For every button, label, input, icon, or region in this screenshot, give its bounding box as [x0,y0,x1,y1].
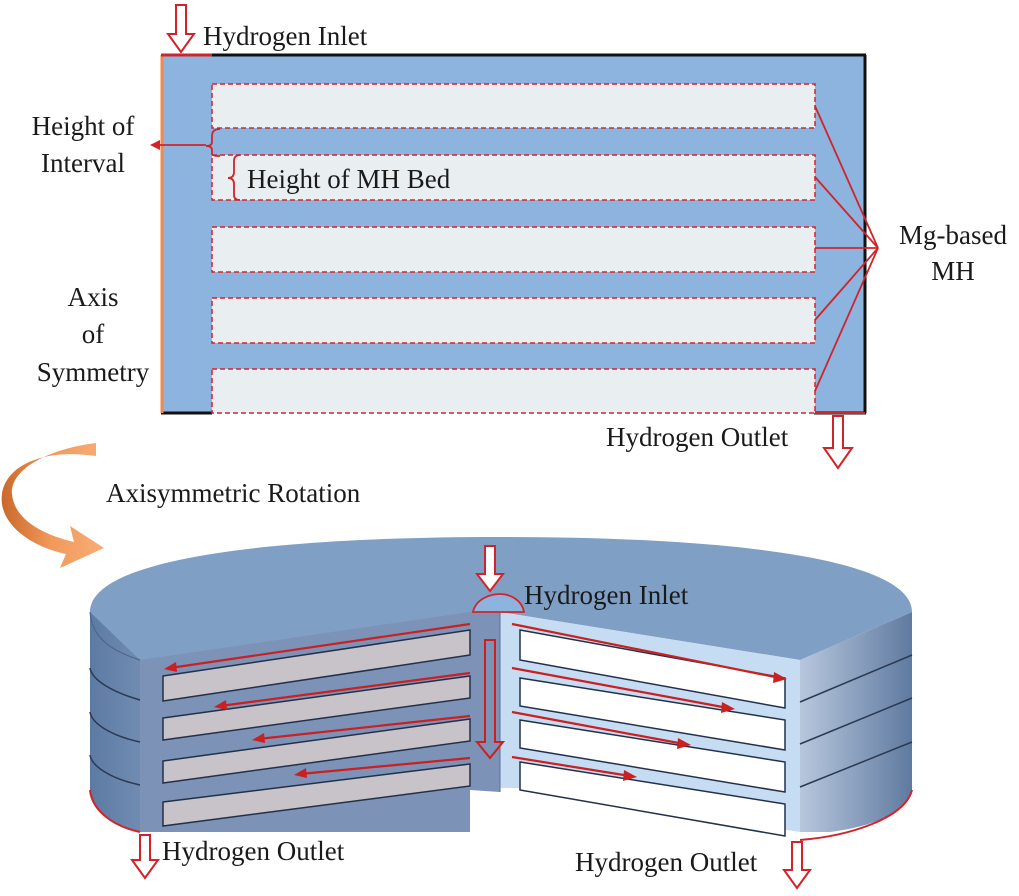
disc-top-front-edge [89,611,141,661]
mh-bed [211,226,816,273]
inlet-arrow-icon [166,4,196,54]
material-label-line1: Mg-based [899,220,1007,250]
bottom-outlet-right-label: Hydrogen Outlet [575,847,758,877]
outlet-arc-left [89,789,141,833]
top-inlet-label: Hydrogen Inlet [203,21,368,51]
rotation-arrow-icon [1,443,104,568]
mh-bed [211,297,816,344]
bed-height-label: Height of MH Bed [247,164,451,194]
axis-label-line3: Symmetry [37,357,150,387]
cross-section-2d: Hydrogen Inlet Hydrogen Outlet Height of… [32,4,1007,470]
interval-label-line2: Interval [41,148,125,178]
bottom-outlet-right-arrow-icon [782,841,812,890]
interval-label-line1: Height of [32,111,135,141]
flow-arrows [164,622,787,781]
interval-bracket [205,128,221,157]
rotation-label: Axisymmetric Rotation [106,478,361,508]
inlet-cap [471,593,526,613]
bottom-inlet-label: Hydrogen Inlet [524,580,689,610]
mh-bed [211,368,816,414]
axis-label-line1: Axis [67,282,118,312]
top-outlet-label: Hydrogen Outlet [606,422,789,452]
reactor-3d-model: Hydrogen Inlet Hydrogen Outlet Hydrogen … [89,537,913,890]
bottom-inlet-arrow-icon [474,545,506,593]
left-slots [162,629,471,827]
axis-label-line2: of [82,319,105,349]
material-pointers [814,105,879,392]
bottom-outlet-left-arrow-icon [130,834,160,880]
outlet-arc-right [799,789,913,841]
mh-beds [211,83,816,414]
rotation-arrow: Axisymmetric Rotation [1,443,361,568]
right-slots [519,629,786,837]
interval-pointer-head [150,140,160,150]
material-label-line2: MH [931,256,975,286]
center-flow-arrow-icon [474,639,506,760]
layer-separators [89,654,913,788]
bottom-outlet-left-label: Hydrogen Outlet [162,836,345,866]
mh-bed [211,83,816,129]
bed-height-brace [227,154,241,201]
outlet-arrow-icon [822,415,854,470]
